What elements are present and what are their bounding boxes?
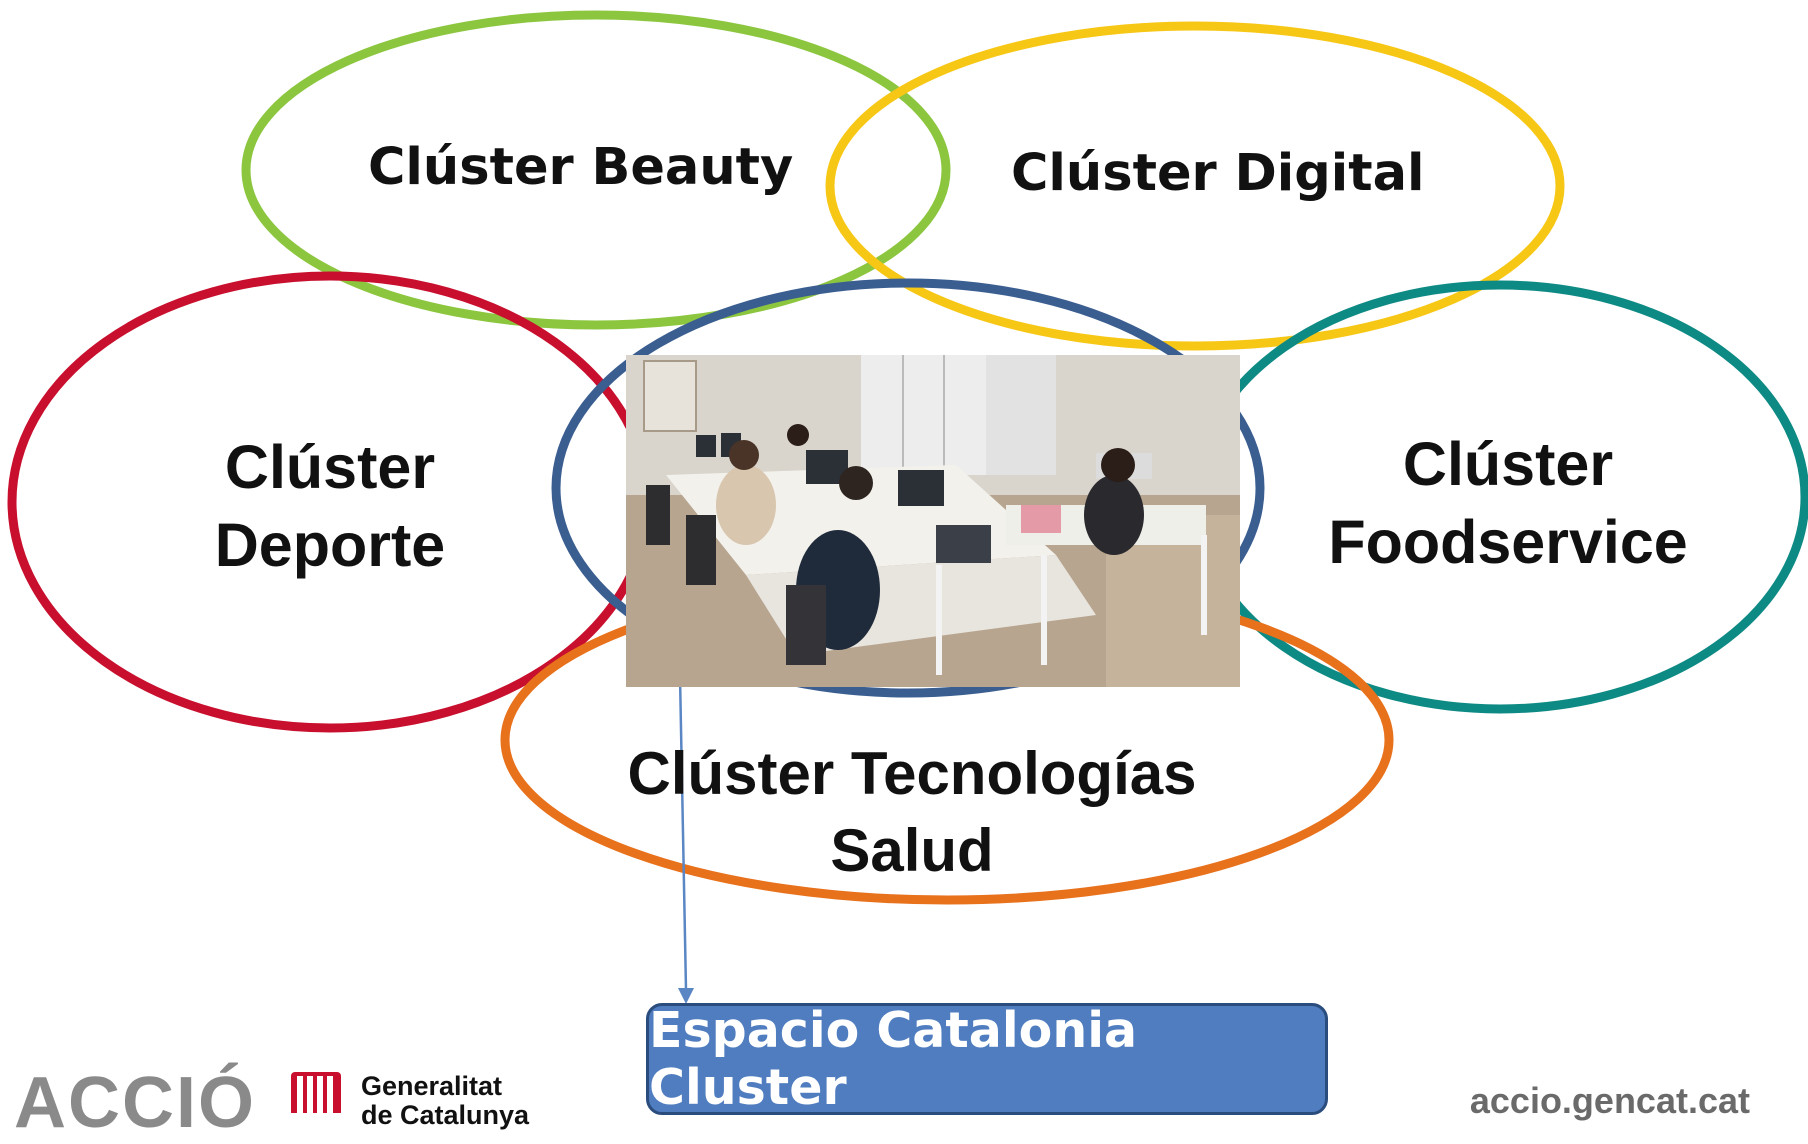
generalitat-line1: Generalitat [361, 1071, 503, 1101]
label-cluster-tecnologias-line2: Salud [830, 817, 994, 884]
label-cluster-deporte-line2: Deporte [214, 511, 446, 579]
label-cluster-foodservice-line2: Foodservice [1328, 508, 1688, 576]
accio-logo: ACCIÓ [14, 1063, 256, 1143]
label-cluster-deporte-line1: Clúster [224, 433, 436, 501]
hub-label: Espacio Catalonia Cluster [649, 1002, 1138, 1116]
label-cluster-tecnologias-line1: Clúster Tecnologías [627, 740, 1197, 807]
generalitat-logo: Generalitat de Catalunya [351, 1072, 529, 1130]
ellipse-beauty [241, 10, 951, 330]
generalitat-emblem-icon [291, 1072, 341, 1113]
ellipse-digital [825, 21, 1565, 351]
arrow-head-icon [678, 988, 694, 1004]
footer-url: accio.gencat.cat [1469, 1080, 1750, 1121]
generalitat-line2: de Catalunya [361, 1100, 530, 1130]
hub-espacio-catalonia-cluster: Espacio Catalonia Cluster [646, 1002, 1328, 1116]
label-cluster-digital: Clúster Digital [1011, 144, 1425, 203]
label-cluster-beauty: Clúster Beauty [368, 138, 794, 197]
ellipse-center [551, 278, 1265, 698]
label-cluster-tecnologias: Clúster Tecnologías Salud [592, 735, 1232, 889]
connector-line [678, 675, 688, 991]
label-cluster-foodservice-line1: Clúster [1402, 430, 1614, 498]
office-photo-icon [626, 355, 1240, 687]
label-cluster-deporte: Clúster Deporte [186, 428, 474, 584]
office-photo [626, 355, 1240, 687]
label-cluster-foodservice: Clúster Foodservice [1308, 425, 1708, 581]
generalitat-text: Generalitat de Catalunya [361, 1072, 529, 1130]
